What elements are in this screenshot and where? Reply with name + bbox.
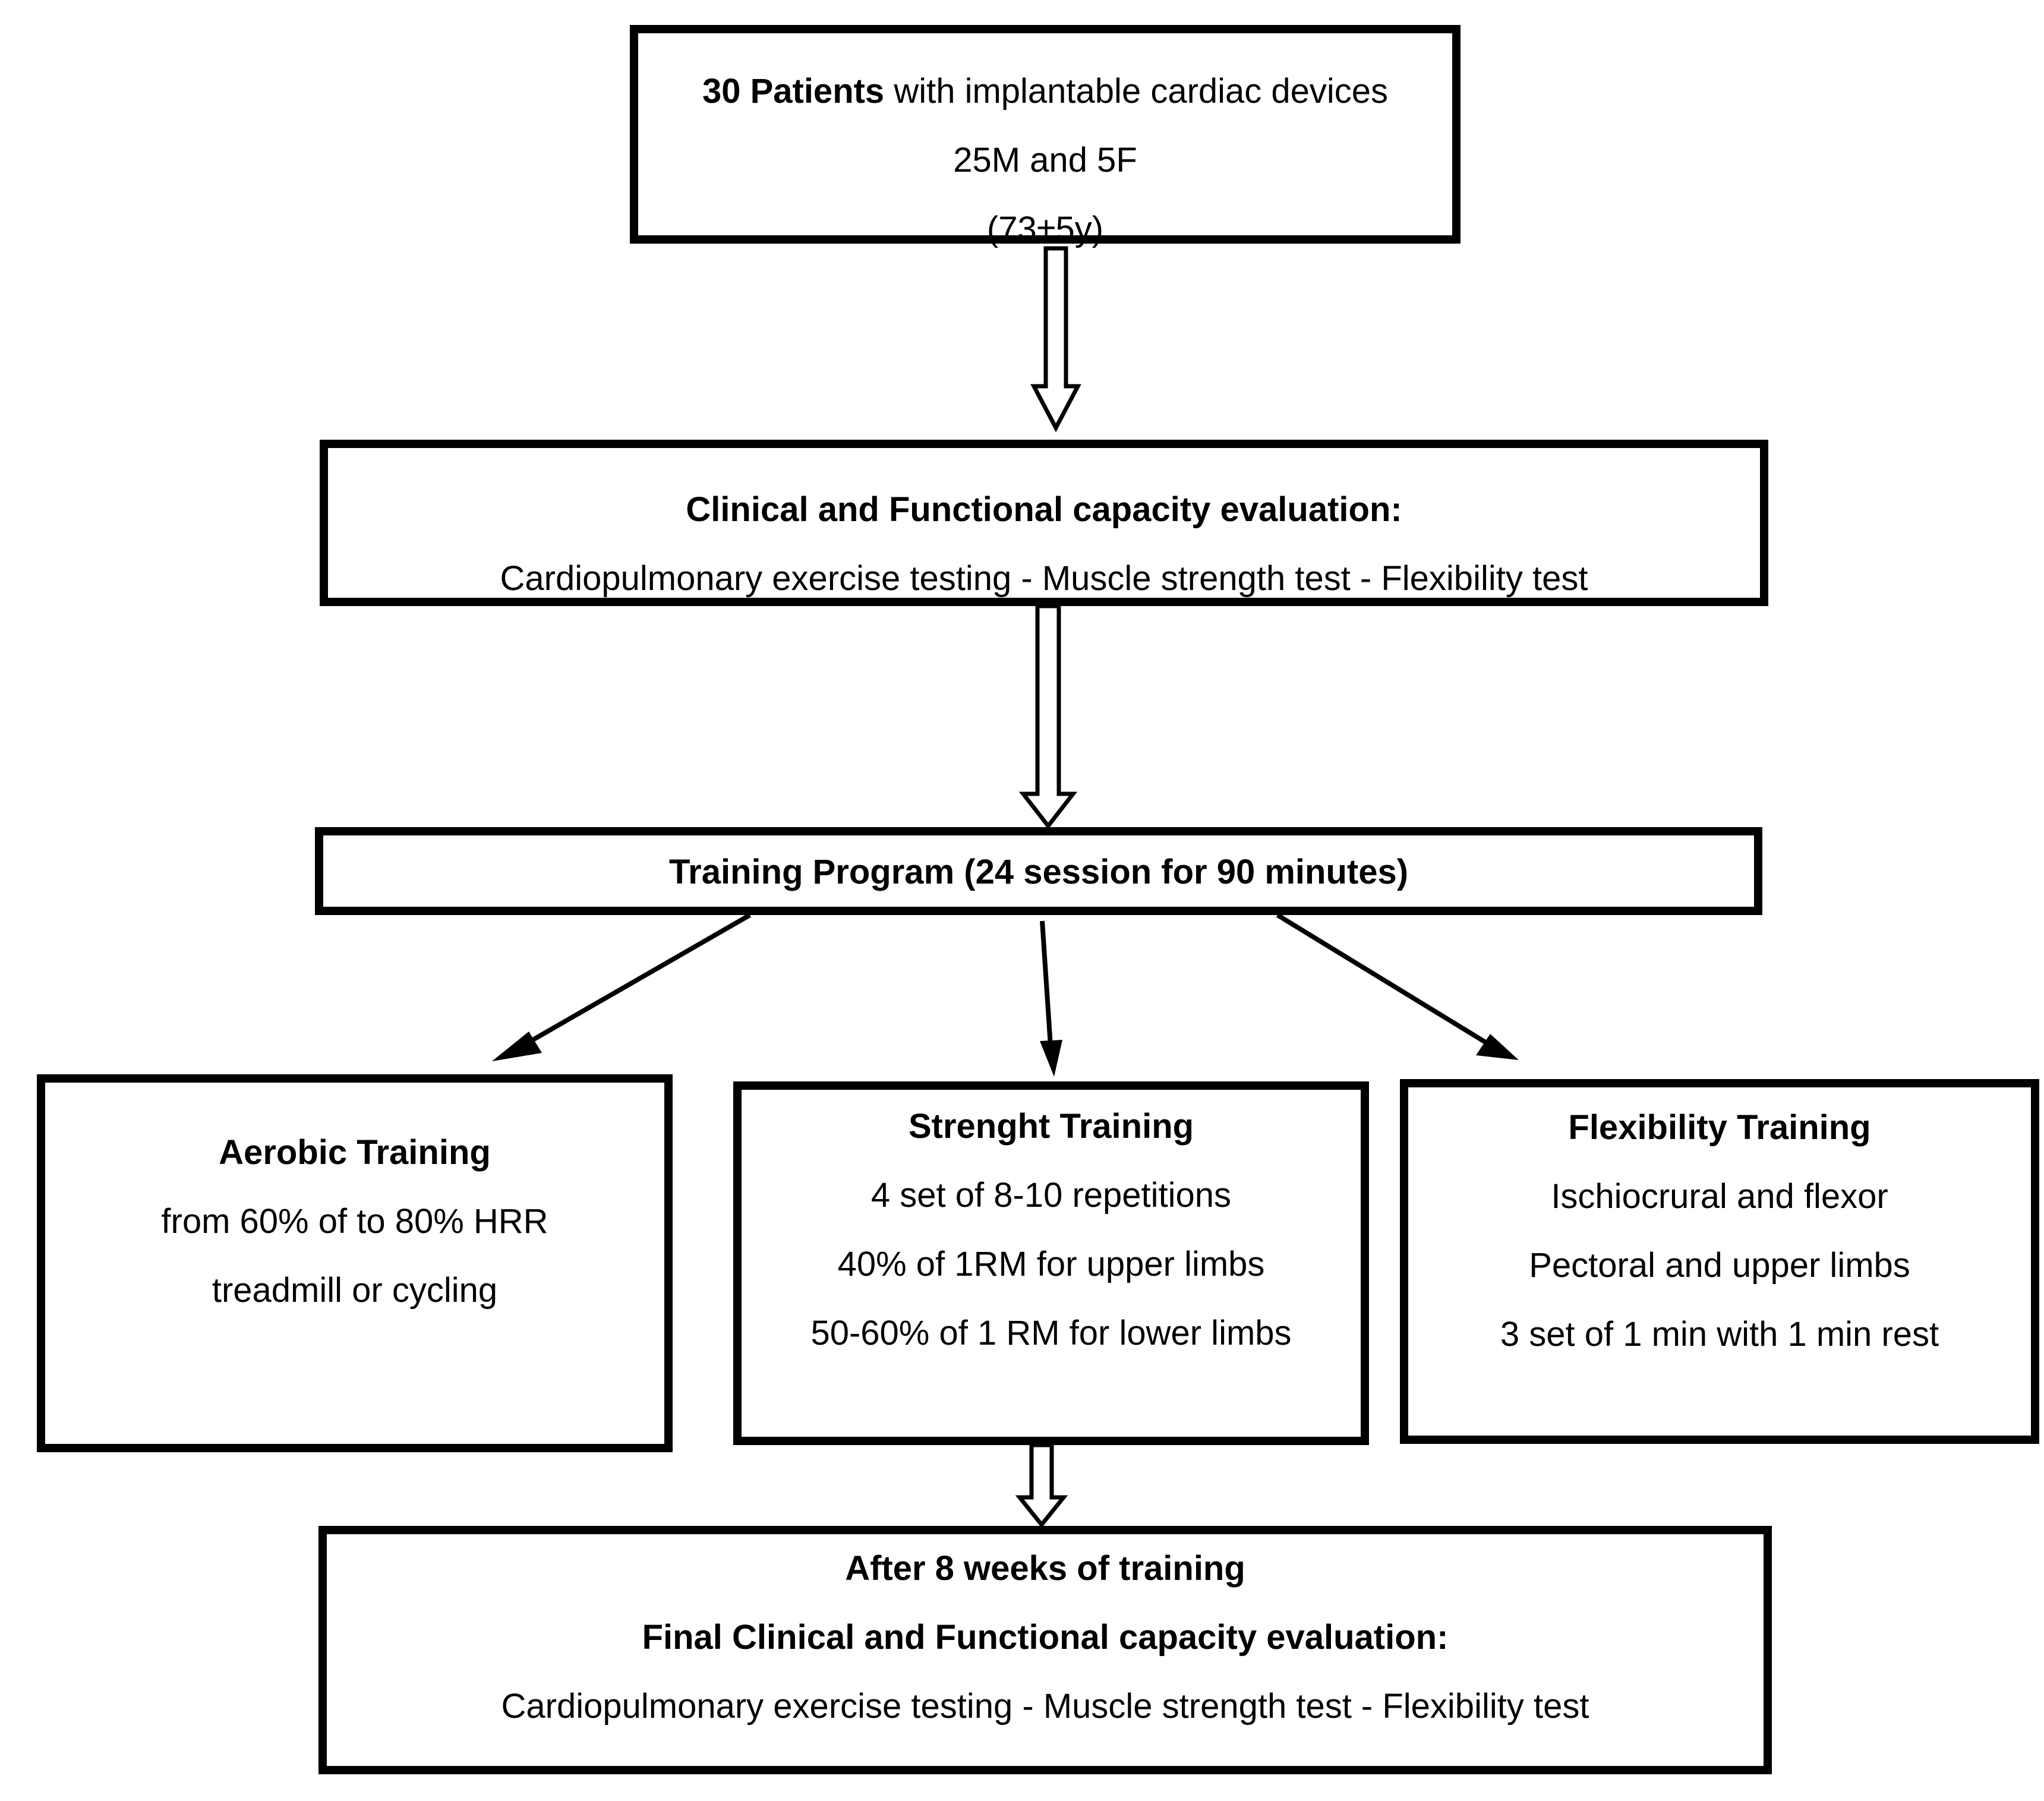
evaluation-box: Clinical and Functional capacity evaluat… — [320, 440, 1768, 606]
flexibility-pectoral: Pectoral and upper limbs — [1529, 1246, 1910, 1285]
strength-title: Strenght Training — [908, 1107, 1194, 1146]
evaluation-title: Clinical and Functional capacity evaluat… — [686, 490, 1402, 529]
aerobic-intensity: from 60% of to 80% HRR — [161, 1202, 548, 1241]
arrow-head-aerobic — [492, 1032, 542, 1061]
patients-sex: 25M and 5F — [953, 141, 1137, 179]
training-program-title: Training Program (24 session for 90 minu… — [668, 853, 1409, 891]
training-program-box: Training Program (24 session for 90 minu… — [315, 827, 1762, 915]
final-evaluation-title: Final Clinical and Functional capacity e… — [642, 1618, 1449, 1657]
strength-upper-limbs: 40% of 1RM for upper limbs — [837, 1245, 1265, 1283]
flexibility-ischiocrural: Ischiocrural and flexor — [1551, 1177, 1888, 1216]
patients-summary: 30 Patients with implantable cardiac dev… — [638, 57, 1452, 126]
arrow-line-strength — [1040, 920, 1053, 1046]
arrow-line-flexibility — [1276, 913, 1487, 1045]
arrow-head-strength — [1040, 1040, 1062, 1077]
strength-lower-limbs: 50-60% of 1 RM for lower limbs — [810, 1314, 1292, 1352]
final-evaluation-tests: Cardiopulmonary exercise testing - Muscl… — [501, 1687, 1589, 1726]
aerobic-training-box: Aerobic Training from 60% of to 80% HRR … — [37, 1074, 673, 1452]
flexibility-training-box: Flexibility Training Ischiocrural and fl… — [1400, 1079, 2039, 1444]
aerobic-modality: treadmill or cycling — [212, 1271, 498, 1310]
arrow-line-aerobic — [519, 913, 751, 1049]
patients-count: 30 Patients — [702, 72, 885, 111]
hollow-arrow-1 — [1030, 246, 1081, 433]
strength-sets: 4 set of 8-10 repetitions — [870, 1176, 1232, 1215]
flexibility-sets: 3 set of 1 min with 1 min rest — [1500, 1315, 1939, 1354]
patients-age: (73±5y) — [986, 210, 1104, 248]
hollow-arrow-2 — [1018, 604, 1078, 829]
final-duration: After 8 weeks of training — [845, 1549, 1245, 1588]
arrow-head-flexibility — [1476, 1034, 1519, 1060]
final-evaluation-box: After 8 weeks of training Final Clinical… — [318, 1526, 1772, 1774]
patients-box: 30 Patients with implantable cardiac dev… — [630, 25, 1461, 248]
hollow-arrow-3 — [1015, 1443, 1068, 1528]
aerobic-title: Aerobic Training — [219, 1133, 491, 1172]
flexibility-title: Flexibility Training — [1568, 1108, 1871, 1147]
patients-description: with implantable cardiac devices — [884, 72, 1389, 111]
strength-training-box: Strenght Training 4 set of 8-10 repetiti… — [733, 1081, 1369, 1445]
evaluation-tests: Cardiopulmonary exercise testing - Muscl… — [500, 559, 1588, 598]
